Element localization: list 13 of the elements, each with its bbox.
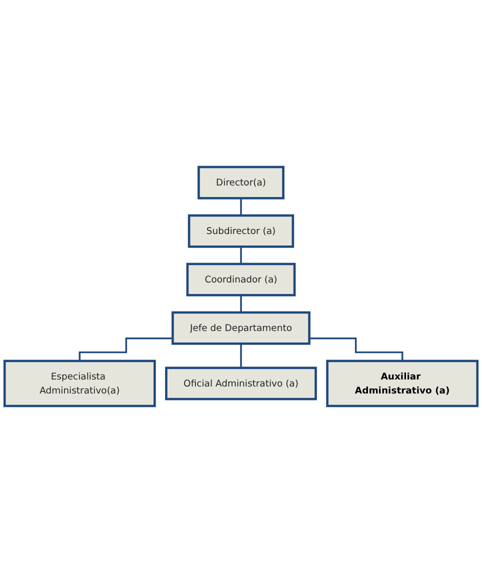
connector — [240, 197, 242, 216]
node-box: Director(a) — [198, 166, 284, 200]
node-box: Subdirector (a) — [188, 214, 294, 248]
connector — [240, 342, 242, 369]
connector — [240, 246, 242, 265]
node-box: Auxiliar Administrativo (a) — [326, 360, 479, 408]
connector — [309, 337, 404, 362]
node-box: Jefe de Departamento — [172, 311, 310, 345]
node-box: Coordinador (a) — [186, 262, 296, 296]
connector — [240, 294, 242, 314]
node-box: Oficial Administrativo (a) — [165, 366, 317, 400]
node-box: Especialista Administrativo(a) — [3, 360, 156, 408]
connector — [78, 337, 173, 362]
